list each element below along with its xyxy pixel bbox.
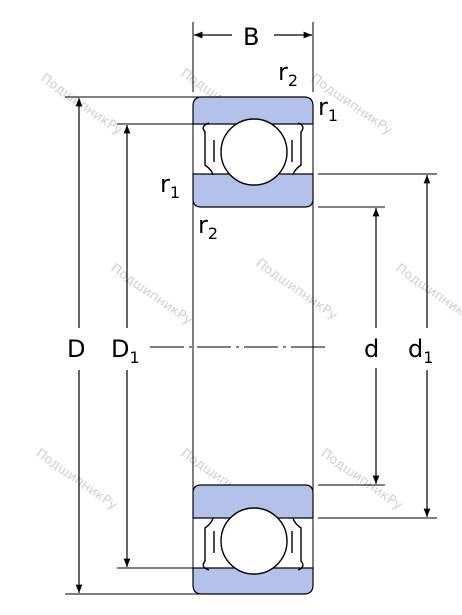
label-r2-top: r2	[278, 58, 298, 90]
watermark-text: ПодшипникРу	[253, 256, 340, 323]
dimension-D1: D1	[111, 123, 205, 569]
seal-left-bottom	[202, 517, 215, 571]
label-D1-main: D	[111, 335, 129, 363]
label-r1-left-main: r	[160, 170, 170, 198]
label-d: d	[364, 335, 379, 363]
label-D1: D1	[111, 335, 140, 367]
watermark-text: ПодшипникРу	[33, 446, 120, 513]
watermark-text: ПодшипникРу	[38, 71, 125, 138]
ball-bottom	[220, 507, 288, 575]
dimension-D: D	[65, 96, 200, 595]
label-r1-top-main: r	[318, 93, 328, 121]
label-r2-top-main: r	[278, 58, 288, 86]
dimension-d: d	[318, 206, 385, 486]
label-d1: d1	[408, 335, 433, 367]
label-D: D	[67, 335, 85, 363]
bearing-section	[150, 96, 330, 595]
label-r1-left-subscript: 1	[170, 183, 180, 202]
label-d1-main: d	[408, 335, 423, 363]
label-r2-left-subscript: 2	[208, 224, 218, 243]
outer-ring-bottom	[192, 567, 314, 595]
label-r2-left-main: r	[198, 211, 208, 239]
dimension-B: B	[192, 22, 314, 92]
label-r1-top: r1	[318, 93, 338, 125]
chamfer-labels: r2 r1 r1 r2	[160, 58, 338, 243]
inner-ring-top	[192, 173, 314, 208]
watermark-text: ПодшипникРу	[108, 261, 195, 328]
watermark-text: ПодшипникРу	[318, 446, 405, 513]
seal-right-top	[291, 122, 304, 176]
label-r2-left: r2	[198, 211, 218, 243]
ball-top	[220, 118, 288, 186]
dimension-d1: d1	[318, 173, 437, 519]
label-r1-top-subscript: 1	[328, 106, 338, 125]
label-r2-top-subscript: 2	[288, 71, 298, 90]
label-D1-subscript: 1	[129, 348, 139, 367]
seal-left-top	[202, 122, 215, 176]
label-B: B	[243, 23, 259, 51]
label-r1-left: r1	[160, 170, 180, 202]
outer-ring-top	[192, 96, 314, 125]
seal-right-bottom	[291, 517, 304, 571]
label-d1-subscript: 1	[423, 348, 433, 367]
inner-ring-bottom	[192, 484, 314, 519]
